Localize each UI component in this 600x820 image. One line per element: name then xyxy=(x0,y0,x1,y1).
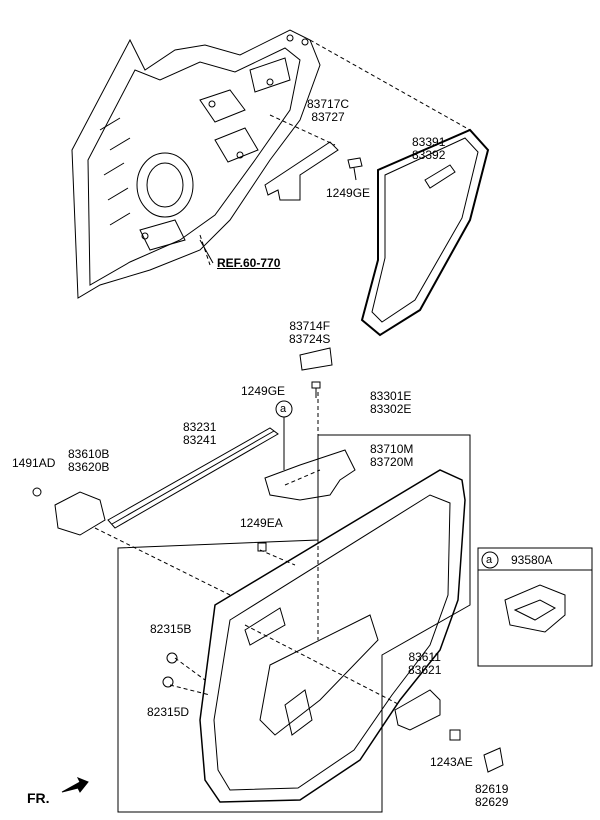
seal-83391-inner xyxy=(371,137,479,323)
clip-1491ad xyxy=(32,487,42,497)
seal-83391 xyxy=(360,128,490,337)
panel-handle-cutout xyxy=(244,607,286,646)
screw-1249ge-mid xyxy=(311,381,321,398)
armrest-pocket xyxy=(284,689,313,736)
ref-leader xyxy=(199,239,214,264)
switch-93580a-button xyxy=(513,599,557,621)
clip-1249ge-top xyxy=(347,157,363,181)
screw-1249ea xyxy=(257,542,267,552)
leader-lines xyxy=(94,39,471,706)
handle-cover-83611 xyxy=(394,689,441,731)
clip-82315b xyxy=(166,652,178,664)
label-1491ad: 1491AD xyxy=(12,456,56,470)
label-1249ge-top: 1249GE xyxy=(326,186,371,200)
door-trim-panel-inner xyxy=(213,494,451,791)
label-93580a: 93580A xyxy=(511,553,553,567)
label-1249ea: 1249EA xyxy=(240,516,283,530)
door-frame-drawing xyxy=(71,29,321,299)
armrest xyxy=(259,614,379,736)
label-82315b: 82315B xyxy=(150,622,192,636)
clip-82315d xyxy=(162,676,174,688)
bracket-83717c xyxy=(264,141,339,201)
label-ref: REF.60-770 xyxy=(217,256,281,270)
door-trim-panel xyxy=(199,469,466,803)
bracket-83710m xyxy=(264,449,356,501)
label-1243ae: 1243AE xyxy=(430,755,473,769)
label-82315d: 82315D xyxy=(147,705,190,719)
screw-1243ae xyxy=(449,729,461,741)
inset-box xyxy=(477,547,593,667)
seal-tab xyxy=(424,164,456,189)
panel-outline-box xyxy=(117,434,471,813)
switch-93580a xyxy=(504,584,566,633)
handle-83610b xyxy=(54,491,106,536)
moulding-83231 xyxy=(107,427,279,529)
fr-arrow-icon xyxy=(61,777,89,793)
callout-a-inset xyxy=(481,551,499,569)
label-1249ge-mid: 1249GE xyxy=(241,384,286,398)
callout-a-inset-label: a xyxy=(486,554,493,566)
moulding-83231-edge xyxy=(111,430,275,525)
cap-82619 xyxy=(483,747,504,773)
trim-83714f xyxy=(299,347,333,371)
label-fr: FR. xyxy=(27,790,50,806)
callout-a-main-label: a xyxy=(280,403,287,415)
